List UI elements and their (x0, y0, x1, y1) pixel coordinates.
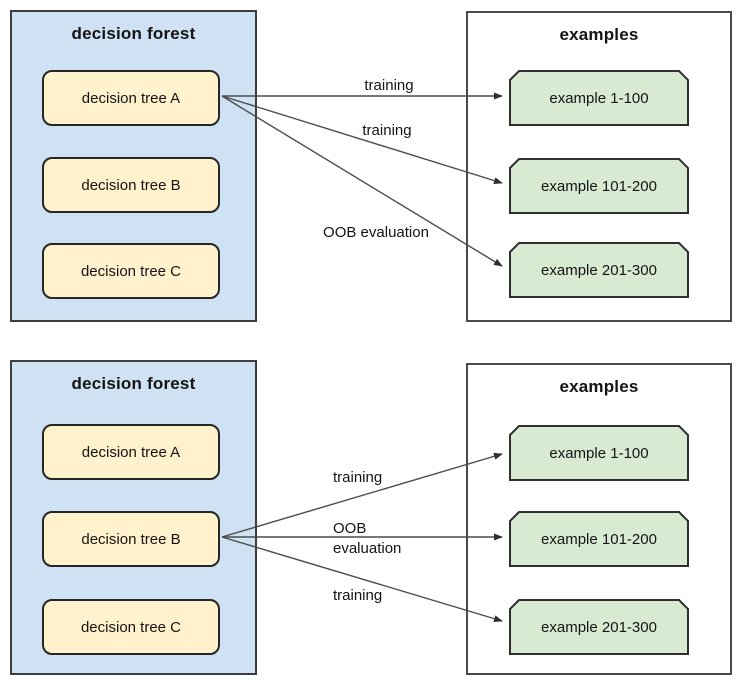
node-label: decision tree A (81, 443, 181, 461)
card-shape (509, 511, 689, 567)
arrow-label-treeB-training-1: training (333, 469, 383, 486)
examples-title-top: examples (559, 25, 639, 44)
forest-title-bottom: decision forest (71, 374, 196, 393)
node-decision-tree-a-bottom: decision tree A (42, 424, 220, 480)
node-label: decision tree C (80, 618, 182, 636)
node-label: example 201-300 (541, 618, 657, 636)
node-label: decision tree C (80, 262, 182, 280)
forest-title-top: decision forest (71, 24, 196, 43)
node-example-101-200-bottom: example 101-200 (509, 511, 689, 567)
node-label: example 101-200 (541, 177, 657, 195)
node-decision-tree-c-top: decision tree C (42, 243, 220, 299)
node-decision-tree-b-bottom: decision tree B (42, 511, 220, 567)
node-label: example 1-100 (549, 89, 649, 107)
card-shape (509, 158, 689, 214)
node-example-201-300-top: example 201-300 (509, 242, 689, 298)
node-example-201-300-bottom: example 201-300 (509, 599, 689, 655)
node-label: example 1-100 (549, 444, 649, 462)
node-label: decision tree A (81, 89, 181, 107)
node-example-101-200-top: example 101-200 (509, 158, 689, 214)
examples-title-bottom: examples (559, 377, 639, 396)
node-label: decision tree B (81, 176, 181, 194)
examples-container-bottom: examples example 1-100 example 101-200 e… (466, 363, 732, 675)
node-decision-tree-c-bottom: decision tree C (42, 599, 220, 655)
node-example-1-100-bottom: example 1-100 (509, 425, 689, 481)
node-label: decision tree B (81, 530, 181, 548)
card-shape (509, 599, 689, 655)
card-shape (509, 425, 689, 481)
decision-forest-container-bottom: decision forest decision tree A decision… (10, 360, 257, 675)
decision-forest-container-top: decision forest decision tree A decision… (10, 10, 257, 322)
arrow-label-treeA-training-1: training (364, 77, 414, 94)
arrow-label-treeB-training-2: training (333, 587, 383, 604)
node-label: example 101-200 (541, 530, 657, 548)
node-decision-tree-b-top: decision tree B (42, 157, 220, 213)
examples-container-top: examples example 1-100 example 101-200 e… (466, 11, 732, 322)
arrow-label-treeA-oob-evaluation: OOB evaluation (323, 224, 429, 241)
card-shape (509, 242, 689, 298)
arrow-label-treeA-training-2: training (362, 122, 412, 139)
node-example-1-100-top: example 1-100 (509, 70, 689, 126)
card-shape (509, 70, 689, 126)
arrow-label-treeB-oob-evaluation: OOB evaluation (333, 520, 402, 557)
node-label: example 201-300 (541, 261, 657, 279)
node-decision-tree-a-top: decision tree A (42, 70, 220, 126)
